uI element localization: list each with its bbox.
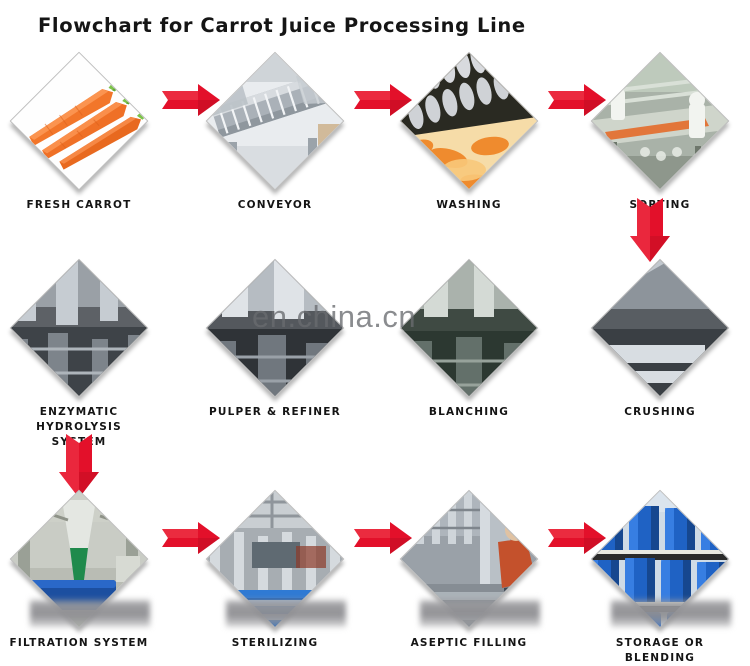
diamond-shape <box>590 489 730 629</box>
crushing-machine-photo-icon <box>590 258 730 398</box>
node-label: WASHING <box>394 198 544 213</box>
diamond-shape <box>590 51 730 191</box>
node-sorting[interactable]: SORTING <box>585 48 735 211</box>
node-label-line1: FRESH CARROT <box>26 199 132 211</box>
sorting-line-workers-photo-icon <box>590 51 730 191</box>
node-sterilizing[interactable]: STERILIZING <box>200 486 350 649</box>
diamond-crushing <box>587 255 733 401</box>
diamond-pulper-refiner <box>202 255 348 401</box>
blanching-machine-photo-icon <box>399 258 539 398</box>
node-pulper-refiner[interactable]: PULPER & REFINER <box>200 255 350 418</box>
diamond-storage-or-blending <box>587 486 733 632</box>
node-label: STERILIZING <box>200 636 350 651</box>
diamond-shape <box>9 51 149 191</box>
node-conveyor[interactable]: CONVEYOR <box>200 48 350 211</box>
node-crushing[interactable]: CRUSHING <box>585 255 735 418</box>
diamond-washing <box>396 48 542 194</box>
diamond-shape <box>205 258 345 398</box>
arrow-enzymatic-to-filtration <box>58 432 100 500</box>
sterilizing-machine-photo-icon <box>205 489 345 629</box>
node-label-line1: PULPER & REFINER <box>209 406 341 418</box>
diamond-sorting <box>587 48 733 194</box>
diamond-enzymatic-hydrolysis-system <box>6 255 152 401</box>
arrow-filtration-to-sterilizing <box>160 521 222 555</box>
node-label-line1: STERILIZING <box>231 637 319 649</box>
diamond-shape <box>9 258 149 398</box>
page-title: Flowchart for Carrot Juice Processing Li… <box>38 14 526 37</box>
arrow-aseptic-filling-to-storage <box>546 521 608 555</box>
node-label-line1: WASHING <box>436 199 502 211</box>
aseptic-filling-line-photo-icon <box>399 489 539 629</box>
node-label-line1: CRUSHING <box>624 406 696 418</box>
node-label-line1: CONVEYOR <box>237 199 313 211</box>
node-label: CONVEYOR <box>200 198 350 213</box>
fresh-carrots-photo-icon <box>9 51 149 191</box>
arrow-sorting-to-crushing <box>629 196 671 264</box>
diamond-filtration-system <box>6 486 152 632</box>
blue-storage-drums-photo-icon <box>590 489 730 629</box>
arrow-fresh-carrot-to-conveyor <box>160 83 222 117</box>
arrow-washing-to-sorting <box>546 83 608 117</box>
diamond-shape <box>205 51 345 191</box>
diamond-shape <box>590 258 730 398</box>
node-filtration-system[interactable]: FILTRATION SYSTEM <box>4 486 154 649</box>
node-label: BLANCHING <box>394 405 544 420</box>
node-enzymatic-hydrolysis-system[interactable]: ENZYMATIC HYDROLYSIS SYSTEM <box>4 255 154 448</box>
enzymatic-hydrolysis-tank-photo-icon <box>9 258 149 398</box>
node-label-line1: FILTRATION SYSTEM <box>9 637 149 649</box>
node-label-line1: ENZYMATIC HYDROLYSIS <box>36 406 122 433</box>
node-washing[interactable]: WASHING <box>394 48 544 211</box>
diamond-conveyor <box>202 48 348 194</box>
conveyor-machine-photo-icon <box>205 51 345 191</box>
filtration-system-photo-icon <box>9 489 149 629</box>
diamond-fresh-carrot <box>6 48 152 194</box>
diamond-sterilizing <box>202 486 348 632</box>
node-label-line1: BLANCHING <box>428 406 510 418</box>
node-aseptic-filling[interactable]: ASEPTIC FILLING <box>394 486 544 649</box>
diamond-shape <box>205 489 345 629</box>
node-label: FILTRATION SYSTEM <box>4 636 154 651</box>
arrow-conveyor-to-washing <box>352 83 414 117</box>
node-label: FRESH CARROT <box>4 198 154 213</box>
diamond-shape <box>399 258 539 398</box>
node-blanching[interactable]: BLANCHING <box>394 255 544 418</box>
node-fresh-carrot[interactable]: FRESH CARROT <box>4 48 154 211</box>
arrow-sterilizing-to-aseptic-filling <box>352 521 414 555</box>
node-label: STORAGE OR BLENDING <box>585 636 735 666</box>
washing-brush-machine-photo-icon <box>399 51 539 191</box>
node-label-line1: ASEPTIC FILLING <box>410 637 528 649</box>
diamond-shape <box>9 489 149 629</box>
diamond-shape <box>399 489 539 629</box>
node-label: ASEPTIC FILLING <box>394 636 544 651</box>
diamond-shape <box>399 51 539 191</box>
node-label-line1: STORAGE OR BLENDING <box>615 637 705 664</box>
diamond-blanching <box>396 255 542 401</box>
diamond-aseptic-filling <box>396 486 542 632</box>
pulper-refiner-machine-photo-icon <box>205 258 345 398</box>
node-label: CRUSHING <box>585 405 735 420</box>
node-storage-or-blending[interactable]: STORAGE OR BLENDING <box>585 486 735 664</box>
node-label: PULPER & REFINER <box>200 405 350 420</box>
